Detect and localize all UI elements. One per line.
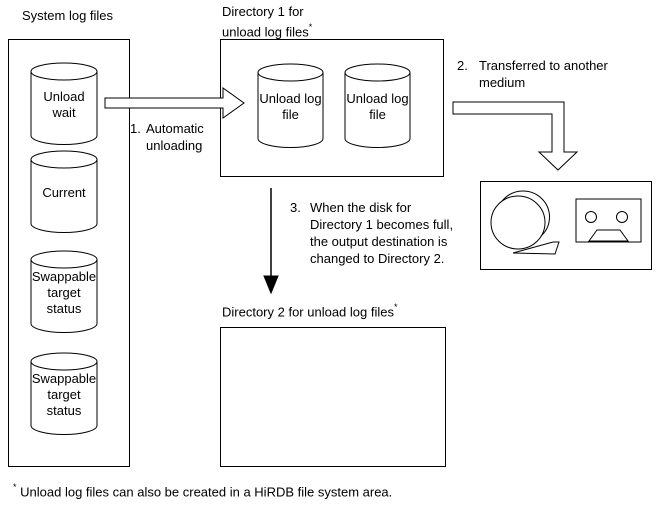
- media-icons: [490, 190, 642, 255]
- cyl-line: status: [46, 301, 82, 316]
- cylinder-current: Current: [30, 150, 98, 233]
- cylinder-unload-log-file-1: Unload log file: [257, 63, 324, 148]
- cylinder-label: Unload log file: [344, 63, 411, 148]
- directory2-title: Directory 2 for unload log files*: [222, 300, 398, 320]
- cylinder-label: Swappable target status: [30, 250, 98, 333]
- cyl-line: target: [47, 285, 81, 300]
- step-line: changed to Directory 2.: [310, 251, 445, 266]
- tape-reel-icon: [490, 190, 560, 255]
- cylinder-unload-wait: Unload wait: [30, 62, 98, 145]
- transfer-to-medium-arrow-icon: [452, 101, 579, 171]
- directory2-box: [220, 327, 446, 467]
- cyl-line: Unload: [43, 89, 85, 104]
- directory1-title: Directory 1 for unload log files*: [222, 4, 312, 40]
- cyl-line: Swappable: [31, 269, 97, 284]
- step-line: medium: [479, 75, 526, 90]
- cyl-line: Unload log: [346, 91, 409, 106]
- cyl-line: Unload log: [259, 91, 322, 106]
- system-log-files-title: System log files: [22, 8, 114, 23]
- cylinder-shape: [344, 63, 411, 148]
- cylinder-swappable-2: Swappable target status: [30, 352, 98, 435]
- footnote-text: Unload log files can also be created in …: [20, 484, 393, 500]
- footnote-asterisk: *: [13, 482, 17, 492]
- cyl-line: Current: [42, 185, 86, 200]
- directory2-title-text: Directory 2 for unload log files: [222, 304, 394, 320]
- cylinder-shape: [30, 150, 98, 233]
- cylinder-label: Swappable target status: [30, 352, 98, 435]
- cassette-tape-icon: [575, 198, 642, 243]
- cylinder-shape: [30, 62, 98, 145]
- cylinder-shape: [257, 63, 324, 148]
- cylinder-label: Unload wait: [30, 62, 98, 145]
- cyl-line: status: [46, 403, 82, 418]
- cylinder-label: Unload log file: [257, 63, 324, 148]
- step-text: Automatic unloading: [146, 120, 204, 154]
- transfer-media-box: [480, 181, 652, 270]
- cylinder-swappable-1: Swappable target status: [30, 250, 98, 333]
- directory1-title-asterisk: *: [308, 22, 313, 32]
- footnote: * Unload log files can also be created i…: [13, 482, 393, 500]
- cyl-line: wait: [52, 105, 76, 120]
- step-line: Automatic: [146, 121, 204, 136]
- step-number: 2.: [457, 58, 468, 73]
- step-line: Transferred to another: [479, 58, 608, 73]
- step-number: 1.: [130, 121, 141, 136]
- directory1-title-line1: Directory 1 for: [222, 4, 304, 19]
- step-1-automatic-unloading: 1. Automatic unloading: [130, 120, 204, 154]
- step-line: Directory 1 becomes full,: [310, 217, 454, 232]
- cyl-line: target: [47, 387, 81, 402]
- directory2-title-asterisk: *: [393, 302, 398, 312]
- step-line: When the disk for: [310, 200, 412, 215]
- cyl-line: Swappable: [31, 371, 97, 386]
- cylinder-shape: [30, 250, 98, 333]
- step-text: Transferred to another medium: [479, 57, 608, 91]
- directory1-title-line2: unload log files: [222, 24, 309, 40]
- step-number: 3.: [290, 200, 301, 215]
- output-destination-arrow-icon: [263, 188, 279, 295]
- step-2-transferred: 2. Transferred to another medium: [457, 57, 608, 91]
- step-3-directory-full: 3. When the disk for Directory 1 becomes…: [290, 199, 453, 267]
- cylinder-unload-log-file-2: Unload log file: [344, 63, 411, 148]
- cylinder-label: Current: [30, 150, 98, 233]
- cyl-line: file: [282, 107, 299, 122]
- step-line: the output destination is: [310, 234, 448, 249]
- step-line: unloading: [146, 138, 203, 153]
- cyl-line: file: [369, 107, 386, 122]
- cylinder-shape: [30, 352, 98, 435]
- step-text: When the disk for Directory 1 becomes fu…: [310, 199, 453, 267]
